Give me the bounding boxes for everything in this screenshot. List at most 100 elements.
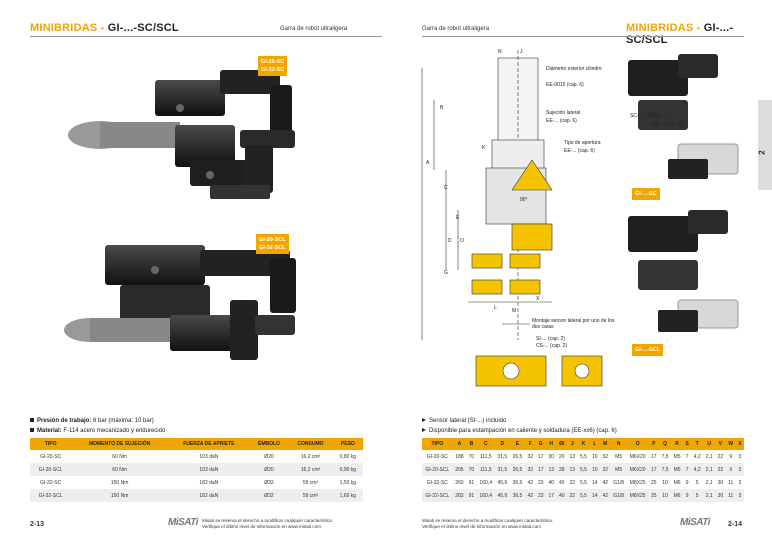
table-header: J [566, 438, 578, 450]
right-page: Garra de robot ultraligera MINIBRIDAS - … [386, 0, 772, 546]
table-cell: 26,5 [509, 463, 525, 476]
table-cell: 45,9 [497, 479, 508, 486]
table-header: M [599, 438, 611, 450]
table-cell: 20 [558, 453, 565, 460]
table-cell: 16,2 cm³ [300, 453, 321, 460]
footer-note: Misati se reserva el derecho a modificar… [202, 518, 333, 529]
table-cell: 31,5 [497, 453, 508, 460]
table-header: D [494, 438, 510, 450]
table-cell: Ø20 [264, 453, 274, 460]
gripper-sc-photo [628, 54, 739, 179]
table-cell: 11 [725, 489, 736, 502]
header-rule [422, 36, 744, 37]
note-apertura: Tipo de apertura [564, 140, 601, 146]
table-cell: G1/8 [610, 489, 627, 502]
table-cell: 182 daN [199, 479, 219, 486]
table-header: B [466, 438, 477, 450]
table-cell: 103 daN [199, 453, 219, 460]
table-cell: 17 [651, 453, 657, 460]
table-cell: 2,1 [703, 463, 716, 476]
table-cell: 17 [537, 453, 544, 460]
table-header: H [545, 438, 557, 450]
table-header: N [610, 438, 627, 450]
table-cell: 28 [556, 463, 567, 476]
table-header: P [648, 438, 660, 450]
table-cell: 182 daN [167, 489, 250, 502]
table-cell: 22 [569, 479, 575, 486]
table-header: TIPO [422, 438, 453, 450]
table-header: V [715, 438, 726, 450]
table-cell: 70 [466, 463, 477, 476]
table-cell: M6 [671, 489, 684, 502]
working-pressure: Presión de trabajo: 6 bar (máxima: 10 ba… [30, 418, 154, 424]
sensor-info: Sensor lateral (SI-...) incluido [422, 418, 506, 424]
table-cell: 160,4 [476, 489, 495, 502]
dim-k: K [482, 145, 486, 151]
brand-logo: MiSATi [168, 517, 198, 528]
table-cell: 283 [452, 489, 467, 502]
note-diameter: Diámetro exterior cilindro [546, 66, 602, 72]
table-cell: 26,5 [512, 453, 523, 460]
table-cell: 4,2 [691, 463, 704, 476]
page-number: 2-13 [30, 521, 45, 528]
table-cell: 60 Nm [71, 463, 168, 476]
gripper-scl-image [64, 245, 296, 360]
table-cell: 40 [558, 479, 565, 486]
page-subtitle: Garra de robot ultraligera [422, 26, 490, 32]
table-header: TIPO [30, 438, 72, 450]
table-cell: 9 [725, 463, 736, 476]
table-cell: 11 [728, 479, 734, 486]
table-cell: 32 [602, 453, 609, 460]
table-cell: 13 [566, 463, 578, 476]
tag-scl: GI-...-SCL [632, 344, 664, 356]
table-cell: M8X25 [626, 489, 649, 502]
footer-note: Misati se reserva el derecho a modificar… [422, 518, 553, 529]
table-cell: 17 [535, 463, 546, 476]
table-cell: 260 [455, 479, 464, 486]
table-cell: 31,5 [494, 463, 510, 476]
tag-sc: GI-...-SC [632, 188, 660, 200]
table-cell: M5 [615, 453, 623, 460]
table-cell: 9 [729, 453, 733, 460]
dim-l: L [494, 305, 497, 311]
table-cell: 30 [548, 453, 554, 460]
table-cell: 7 [685, 453, 689, 460]
table-cell: 42 [599, 489, 611, 502]
table-cell: 14 [591, 479, 598, 486]
technical-drawing [421, 50, 603, 387]
table-cell: 30 [715, 489, 726, 502]
gripper-sc-image [68, 70, 295, 199]
table-header: R [671, 438, 684, 450]
angle-label: 90° [520, 197, 528, 203]
table-cell: Ø20 [249, 463, 289, 476]
table-cell: GI-32-SCL [30, 489, 72, 502]
page-subtitle: Garra de robot ultraligera [280, 26, 348, 32]
table-cell: 70 [468, 453, 475, 460]
table-cell: 59 cm³ [288, 489, 333, 502]
table-cell: 22 [566, 489, 578, 502]
table-header: ÉMBOLO [249, 438, 289, 450]
table-cell: GI-20-SCL [30, 463, 72, 476]
left-page: MINIBRIDAS - GI-...-SC/SCL Garra de robo… [30, 22, 382, 529]
table-cell: GI-20-SCL [422, 463, 453, 476]
table-cell: 111,5 [479, 453, 492, 460]
dim-g: G [444, 270, 448, 276]
table-header: U [703, 438, 716, 450]
table-cell: 3 [738, 453, 742, 460]
table-header: G [535, 438, 546, 450]
table-cell: 1,60 kg [332, 489, 363, 502]
table-cell: 10 [591, 453, 598, 460]
table-cell: 3 [735, 489, 744, 502]
table-cell: 30 [717, 479, 724, 486]
table-cell: 59 cm³ [302, 479, 319, 486]
table-cell: 5,5 [577, 463, 590, 476]
table-cell: 42 [524, 489, 536, 502]
table-header: S [683, 438, 692, 450]
header-rule [30, 36, 382, 37]
table-cell: 42 [602, 479, 609, 486]
table-cell: M6X20 [629, 453, 646, 460]
